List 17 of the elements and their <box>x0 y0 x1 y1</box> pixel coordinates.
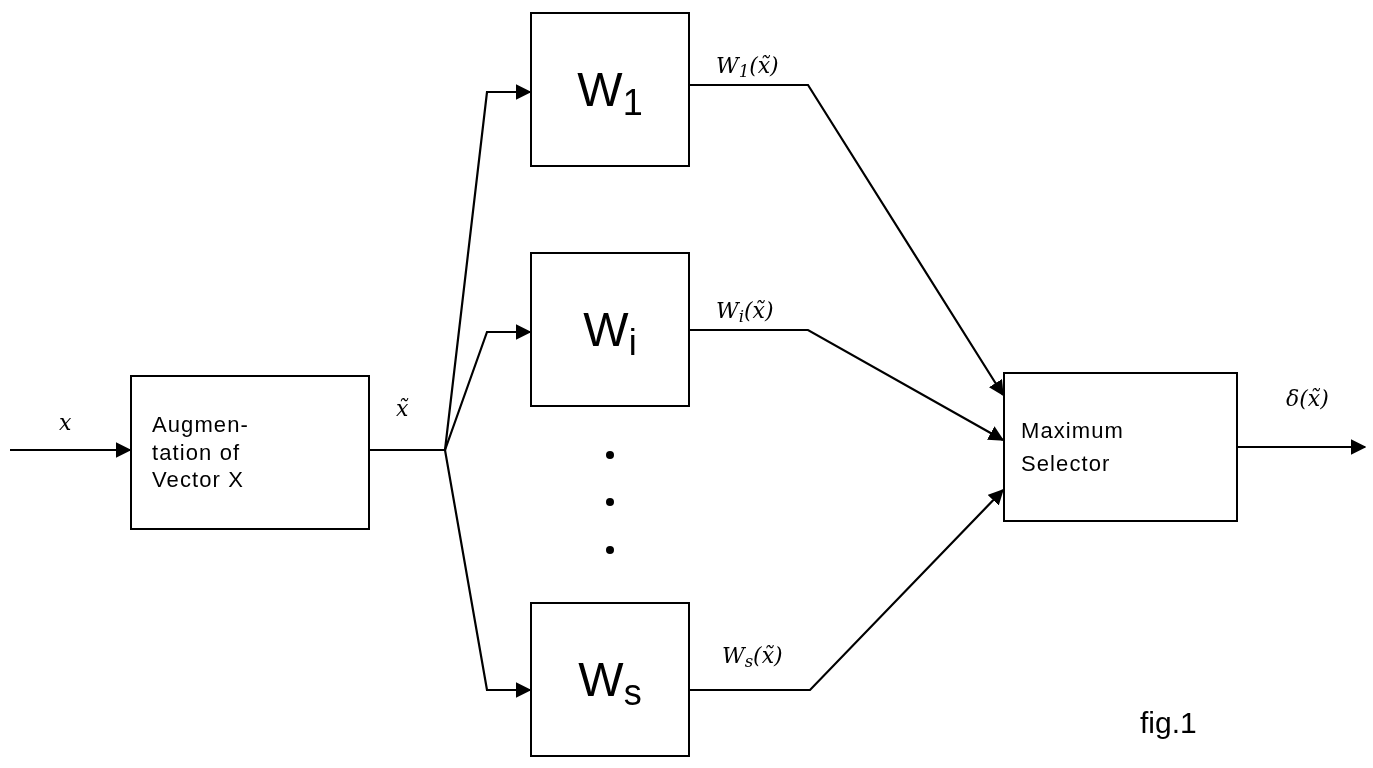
box-label: W$_{s}$ <box>578 655 642 704</box>
process-box <box>130 375 370 530</box>
arrow <box>690 83 1004 397</box>
arrow <box>690 328 1005 441</box>
box-label: Augmen- tation of Vector X <box>152 411 250 494</box>
box-label: W$_{i}$ <box>583 305 637 354</box>
figure-caption: fig.1 <box>1140 705 1197 741</box>
process-box <box>530 252 690 407</box>
process-box <box>530 602 690 757</box>
process-box <box>1003 372 1238 522</box>
arrow <box>370 448 532 698</box>
arrow <box>690 489 1004 692</box>
box-label: W$_{1}$ <box>577 65 643 114</box>
arrow <box>1238 439 1367 455</box>
process-box <box>530 12 690 167</box>
arrow <box>10 442 132 458</box>
box-label: Maximum Selector <box>1021 417 1126 478</box>
